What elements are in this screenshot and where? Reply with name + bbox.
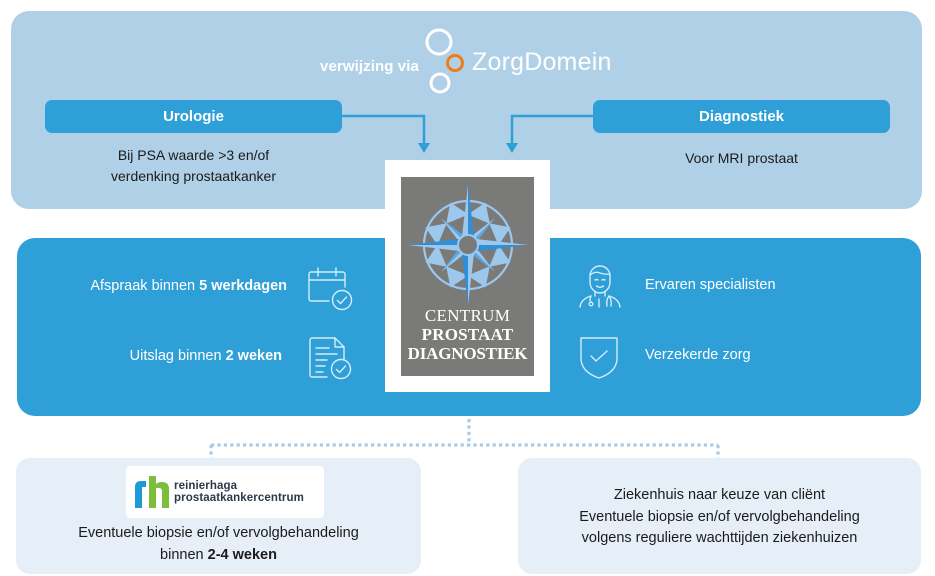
compass-point-cardinal — [408, 238, 468, 245]
logo-line-prostaat: PROSTAAT — [421, 325, 514, 344]
diagnostiek-caption-line: Voor MRI prostaat — [685, 150, 798, 166]
reinierhaga-rh-logo-icon — [135, 476, 169, 508]
urologie-caption-line: Bij PSA waarde >3 en/of — [117, 147, 270, 163]
compass-point-cardinal — [461, 185, 468, 245]
doctor-icon — [579, 265, 621, 308]
ziekenhuis-description-line: Eventuele biopsie en/of vervolgbehandeli… — [579, 508, 860, 525]
reinierhaga-logo-line1: reinierhaga — [174, 480, 238, 492]
ziekenhuis-description: Ziekenhuis naar keuze van cliënt Eventue… — [518, 485, 921, 550]
reinierhaga-description-line: binnen 2-4 weken — [16, 545, 421, 567]
compass-arrowhead — [489, 223, 511, 246]
feature-insured-care: Verzekerde zorg — [645, 347, 751, 363]
compass-point-cardinal — [468, 238, 528, 245]
feature-appointment-prefix: Afspraak binnen — [90, 278, 200, 294]
shield-check-icon — [580, 337, 618, 379]
compass-point-cardinal — [468, 245, 528, 252]
diagnostiek-label-text: Diagnostiek — [698, 108, 785, 125]
reinierhaga-description: Eventuele biopsie en/of vervolgbehandeli… — [16, 523, 421, 566]
feature-result: Uitslag binnen 2 weken — [130, 348, 282, 364]
compass-arrowhead — [425, 244, 447, 267]
logo-line-diagnostiek: DIAGNOSTIEK — [407, 344, 528, 363]
reinierhaga-description-bold: 2-4 weken — [207, 546, 277, 563]
urologie-caption: Bij PSA waarde >3 en/of verdenking prost… — [45, 145, 342, 187]
urologie-label: Urologie — [45, 100, 342, 133]
ziekenhuis-description-line: volgens reguliere wachttijden ziekenhuiz… — [581, 530, 858, 546]
compass-center — [457, 234, 479, 256]
compass-point-cardinal — [408, 245, 468, 252]
outcome-dotted-connector — [209, 419, 720, 458]
logo-line-centrum: CENTRUM — [424, 306, 511, 325]
feature-result-prefix: Uitslag binnen — [129, 348, 226, 364]
compass-arrowhead — [467, 266, 490, 288]
referral-via-label: verwijzing via — [320, 58, 419, 75]
reinierhaga-logo-line2: prostaatkankercentrum — [174, 492, 304, 504]
compass-arrowhead — [446, 266, 469, 288]
ziekenhuis-description-line: Ziekenhuis naar keuze van cliënt — [613, 487, 826, 503]
compass-rose-icon — [408, 185, 528, 305]
zorgdomein-circles-icon — [425, 28, 464, 94]
calendar-check-icon — [308, 267, 353, 311]
diagnostiek-caption: Voor MRI prostaat — [593, 148, 890, 169]
compass-point-cardinal — [461, 245, 468, 305]
compass-point-cardinal — [468, 185, 475, 245]
compass-point-cardinal — [468, 245, 475, 305]
compass-arrowhead — [446, 202, 469, 224]
urologie-label-text: Urologie — [163, 108, 224, 125]
urologie-caption-line: verdenking prostaatkanker — [111, 168, 276, 184]
outcome-ziekenhuis-box — [518, 458, 921, 574]
reinierhaga-description-line: Eventuele biopsie en/of vervolgbehandeli… — [78, 525, 359, 541]
feature-specialists: Ervaren specialisten — [645, 277, 776, 293]
compass-arrowhead — [425, 223, 447, 246]
feature-appointment: Afspraak binnen 5 werkdagen — [90, 278, 287, 294]
reinierhaga-logo-card — [126, 466, 324, 518]
document-check-icon — [309, 337, 352, 380]
compass-arrowhead — [467, 202, 490, 224]
reinierhaga-description-prefix: binnen — [160, 546, 208, 563]
compass-arrowhead — [489, 244, 511, 267]
diagnostiek-label: Diagnostiek — [593, 100, 890, 133]
feature-result-bold: 2 weken — [225, 348, 282, 364]
zorgdomein-brand-name: ZorgDomein — [472, 48, 612, 76]
feature-appointment-bold: 5 werkdagen — [199, 278, 287, 294]
